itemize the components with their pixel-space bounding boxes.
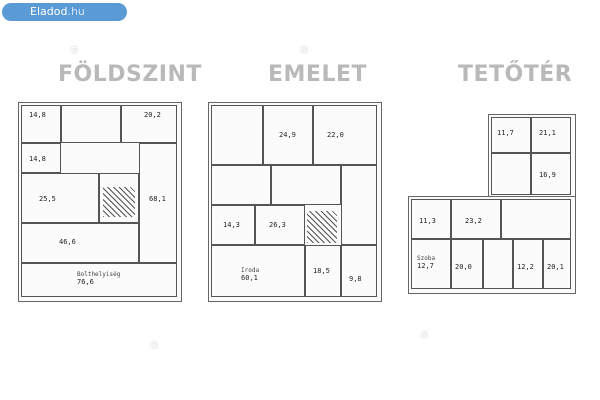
room bbox=[21, 223, 139, 263]
room bbox=[211, 105, 263, 165]
room-area-label: 14,8 bbox=[29, 155, 46, 163]
room bbox=[483, 239, 513, 289]
room bbox=[451, 239, 483, 289]
room-area-label: 26,3 bbox=[269, 221, 286, 229]
watermark: @ bbox=[67, 43, 82, 57]
room bbox=[121, 105, 177, 143]
room bbox=[21, 173, 99, 223]
upper-floor-plan: 22,0 24,9 14,3 26,3 Iroda 60,1 18,5 9,8 bbox=[208, 102, 382, 302]
room bbox=[139, 143, 177, 263]
room bbox=[21, 143, 61, 173]
room bbox=[491, 153, 531, 195]
room bbox=[531, 153, 571, 195]
room-area-label: 24,9 bbox=[279, 131, 296, 139]
room-area-label: 25,5 bbox=[39, 195, 56, 203]
room-label: Szoba 12,7 bbox=[417, 255, 436, 270]
watermark: @ bbox=[417, 328, 432, 342]
watermark: @ bbox=[147, 338, 162, 352]
room-area-label: 20,1 bbox=[547, 263, 564, 271]
room-area-label: 20,2 bbox=[144, 111, 161, 119]
site-brand: Eladod.hu bbox=[30, 5, 85, 18]
room bbox=[99, 173, 139, 223]
room-area-label: 9,8 bbox=[349, 275, 362, 283]
room bbox=[531, 117, 571, 153]
room-area-label: 14,3 bbox=[223, 221, 240, 229]
room bbox=[341, 165, 377, 245]
site-badge[interactable]: Eladod.hu bbox=[2, 3, 127, 21]
room-area-label: 22,0 bbox=[327, 131, 344, 139]
stair-hatch bbox=[307, 211, 337, 243]
room-label: Bolthelyiség 76,6 bbox=[77, 271, 121, 286]
room-area-label: 12,2 bbox=[517, 263, 534, 271]
room bbox=[491, 117, 531, 153]
room bbox=[313, 105, 377, 165]
room bbox=[341, 245, 377, 297]
heading-ground-floor: FÖLDSZINT bbox=[58, 62, 202, 87]
room bbox=[211, 245, 305, 297]
room-area-label: 11,7 bbox=[497, 129, 514, 137]
watermark: @ bbox=[297, 43, 312, 57]
room-area-label: 11,3 bbox=[419, 217, 436, 225]
room bbox=[211, 205, 255, 245]
room-area-label: 14,8 bbox=[29, 111, 46, 119]
room bbox=[21, 105, 61, 143]
room bbox=[411, 199, 451, 239]
room-area-label: 21,1 bbox=[539, 129, 556, 137]
attic-plan-lower-wing: 11,3 23,2 Szoba 12,7 20,0 12,2 20,1 bbox=[408, 196, 576, 294]
attic-plan-upper-wing: 11,7 21,1 16,9 bbox=[488, 114, 576, 197]
room-area-label: 18,5 bbox=[313, 267, 330, 275]
room bbox=[211, 165, 271, 205]
room bbox=[543, 239, 571, 289]
room-area-label: 46,6 bbox=[59, 238, 76, 246]
room bbox=[305, 245, 341, 297]
room bbox=[513, 239, 543, 289]
room bbox=[501, 199, 571, 239]
room-area-label: 20,0 bbox=[455, 263, 472, 271]
room-area-label: 16,9 bbox=[539, 171, 556, 179]
room bbox=[21, 263, 177, 297]
heading-attic: TETŐTÉR bbox=[458, 62, 573, 87]
room bbox=[61, 105, 121, 143]
room bbox=[451, 199, 501, 239]
room-area-label: 68,1 bbox=[149, 195, 166, 203]
room bbox=[263, 105, 313, 165]
ground-floor-plan: 14,8 20,2 14,8 25,5 46,6 68,1 Bolthelyis… bbox=[18, 102, 182, 302]
room bbox=[255, 205, 305, 245]
room bbox=[411, 239, 451, 289]
stair-hatch bbox=[103, 187, 135, 217]
room-label: Iroda 60,1 bbox=[241, 267, 260, 282]
room-area-label: 23,2 bbox=[465, 217, 482, 225]
room bbox=[271, 165, 341, 205]
heading-upper-floor: EMELET bbox=[268, 62, 368, 87]
